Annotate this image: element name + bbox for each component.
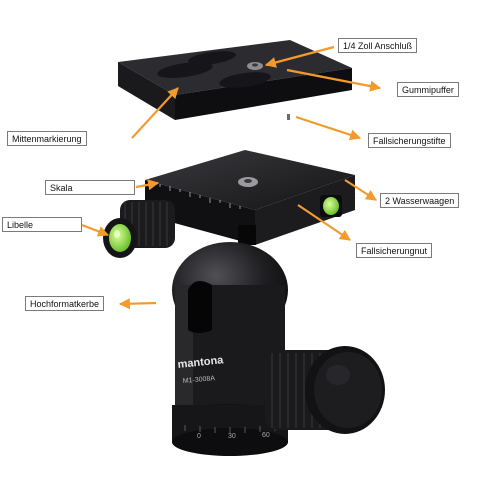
callout-bubble-level: Libelle bbox=[2, 217, 82, 232]
panorama-knob bbox=[265, 346, 385, 434]
ball-body bbox=[172, 242, 288, 456]
callout-scale: Skala bbox=[45, 180, 135, 195]
dial-mark-0: 0 bbox=[197, 433, 201, 440]
model-label: M1-3008A bbox=[183, 375, 216, 385]
callout-portrait-notch: Hochformatkerbe bbox=[25, 296, 105, 311]
callout-thread: 1/4 Zoll Anschluß bbox=[338, 38, 418, 53]
brand-label: mantona bbox=[177, 354, 225, 371]
quick-release-plate bbox=[118, 40, 352, 120]
dial-mark-30: 30 bbox=[228, 433, 236, 440]
clamp bbox=[145, 150, 355, 245]
left-knob bbox=[103, 200, 175, 258]
callout-arrows bbox=[81, 45, 382, 310]
callout-two-levels: 2 Wasserwaagen bbox=[380, 193, 460, 208]
callout-safety-groove: Fallsicherungnut bbox=[356, 243, 433, 258]
callout-safety-pins: Fallsicherungstifte bbox=[368, 133, 451, 148]
callout-center-mark: Mittenmarkierung bbox=[7, 131, 87, 146]
dial-mark-60: 60 bbox=[262, 432, 270, 439]
callout-rubber: Gummipuffer bbox=[397, 82, 459, 97]
